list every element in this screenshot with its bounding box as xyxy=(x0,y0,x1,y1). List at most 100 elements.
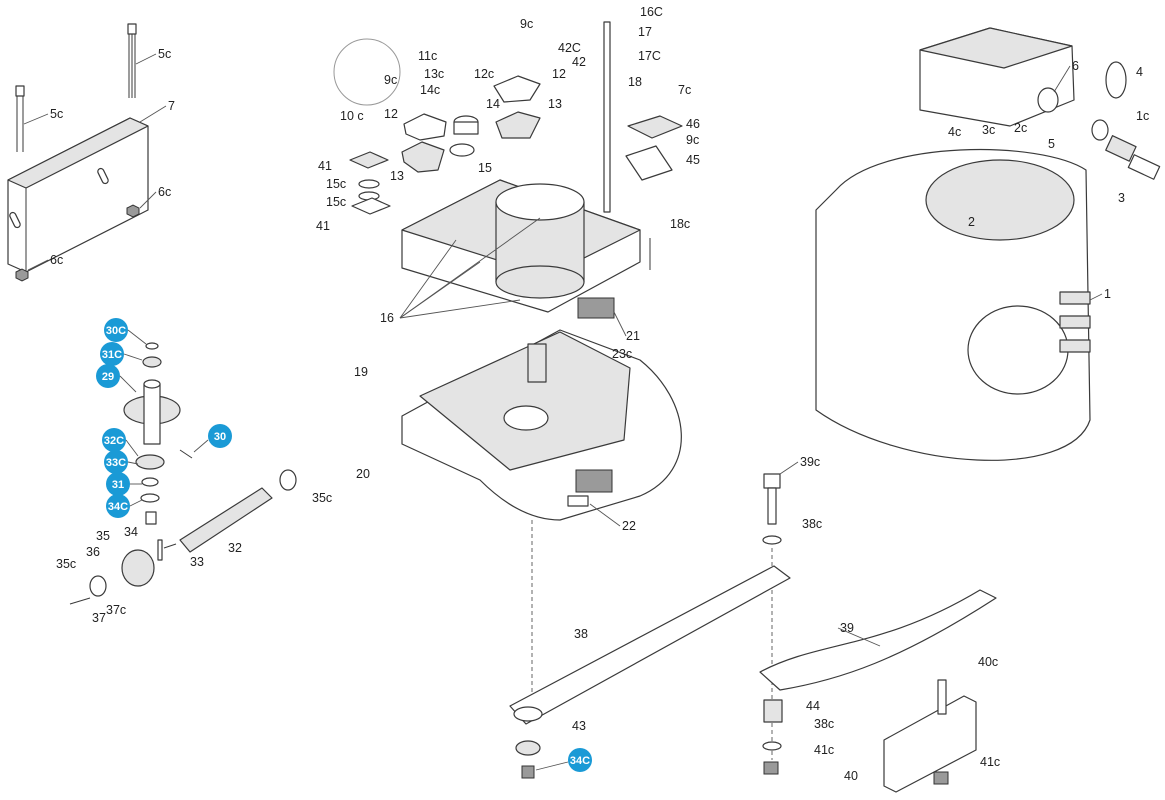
nut-41c xyxy=(933,771,949,785)
part-label: 33 xyxy=(190,555,204,569)
part-label: 23c xyxy=(612,347,632,361)
ring-31 xyxy=(141,477,159,487)
part-label: 5c xyxy=(50,107,63,121)
part-label: 13 xyxy=(548,97,562,111)
bushing-44 xyxy=(763,699,783,723)
part-label: 18 xyxy=(628,75,642,89)
gear-shaft xyxy=(143,383,161,445)
vent xyxy=(1059,315,1091,329)
part-label: 6 xyxy=(1072,59,1079,73)
part-label: 13 xyxy=(390,169,404,183)
part-label: 36 xyxy=(86,545,100,559)
connector-base xyxy=(575,469,613,493)
part-label: 4c xyxy=(948,125,961,139)
base-plate-group xyxy=(401,329,682,700)
part-label: 16 xyxy=(380,311,394,325)
part-label: 1c xyxy=(1136,109,1149,123)
bearing-31c xyxy=(142,356,162,368)
gear-train-group xyxy=(69,342,297,605)
arm-38 xyxy=(509,565,791,725)
svg-text:32C: 32C xyxy=(104,435,124,447)
part-label: 22 xyxy=(622,519,636,533)
part-label: 1 xyxy=(1104,287,1111,301)
part-label: 5 xyxy=(1048,137,1055,151)
badge-32c: 32C xyxy=(102,428,126,452)
bracket-slot xyxy=(9,211,21,229)
key-ring-4 xyxy=(1105,61,1127,99)
cap-hole xyxy=(1037,87,1059,113)
bracket-top xyxy=(7,117,149,189)
pin-33 xyxy=(163,543,177,549)
housing-window xyxy=(967,305,1069,395)
gear-36 xyxy=(121,549,155,587)
gasket-19 xyxy=(419,331,631,471)
bracket-plate xyxy=(7,117,149,273)
part-label: 43 xyxy=(572,719,586,733)
washer xyxy=(358,179,380,189)
bolt-shank-39c xyxy=(767,487,777,525)
mounting-bracket-group xyxy=(7,23,149,282)
part-label: 2c xyxy=(1014,121,1027,135)
part-label: 38 xyxy=(574,627,588,641)
motor-top xyxy=(495,183,585,221)
badge-30: 30 xyxy=(208,424,232,448)
part-label: 18c xyxy=(670,217,690,231)
bearing-33c xyxy=(135,454,165,470)
badge-33c: 33C xyxy=(104,450,128,474)
pad-13 xyxy=(495,111,541,139)
callout-badges: 30C 31C 29 32C 30 33C 31 34C xyxy=(96,318,592,772)
nut-41c xyxy=(763,761,779,775)
leader-line xyxy=(399,217,541,319)
clip-22 xyxy=(567,495,589,507)
part-label: 3 xyxy=(1118,191,1125,205)
svg-text:31: 31 xyxy=(112,479,124,491)
base-hole xyxy=(503,405,549,431)
part-label: 42C xyxy=(558,41,581,55)
part-label: 12 xyxy=(384,107,398,121)
bolt-34 xyxy=(145,511,157,525)
part-label: 15c xyxy=(326,195,346,209)
screw-37 xyxy=(69,597,91,605)
bolt-34c xyxy=(521,765,535,779)
part-label: 46 xyxy=(686,117,700,131)
arm-39 xyxy=(759,589,997,691)
part-label: 14 xyxy=(486,97,500,111)
badge-30c: 30C xyxy=(104,318,128,342)
svg-text:30: 30 xyxy=(214,431,226,443)
part-label: 7 xyxy=(168,99,175,113)
svg-text:30C: 30C xyxy=(106,325,126,337)
washer-plate xyxy=(349,151,389,169)
part-label: 6c xyxy=(158,185,171,199)
bushing-body xyxy=(453,121,479,135)
bracket-45 xyxy=(625,145,673,181)
bushing-15 xyxy=(449,143,475,157)
leader-line xyxy=(399,299,521,319)
part-label: 17 xyxy=(638,25,652,39)
worm-shaft-32 xyxy=(179,487,273,553)
bolt-head xyxy=(15,85,25,97)
key-3 xyxy=(1127,154,1161,180)
badge-29: 29 xyxy=(96,364,120,388)
badge-31c: 31C xyxy=(100,342,124,366)
housing-top-cavity xyxy=(925,159,1075,241)
cap-top xyxy=(919,27,1073,69)
badge-34c: 34C xyxy=(106,494,130,518)
arm-38-hole xyxy=(513,706,543,722)
part-label: 15 xyxy=(478,161,492,175)
bracket-slot xyxy=(97,167,109,185)
circlip xyxy=(145,342,159,350)
part-label: 35c xyxy=(56,557,76,571)
nut xyxy=(15,268,29,282)
part-label: 40c xyxy=(978,655,998,669)
part-label: 15c xyxy=(326,177,346,191)
washer-38c xyxy=(762,741,782,751)
part-label: 17C xyxy=(638,49,661,63)
callout-labels: 5c 5c 7 6c 6c 9c 11c 13c 12c 9c 14c 12 1… xyxy=(50,5,1149,783)
part-label: 4 xyxy=(1136,65,1143,79)
cover-plate xyxy=(403,113,447,141)
arm-group xyxy=(509,473,997,793)
bearing-35c xyxy=(89,575,107,597)
part-label: 32 xyxy=(228,541,242,555)
